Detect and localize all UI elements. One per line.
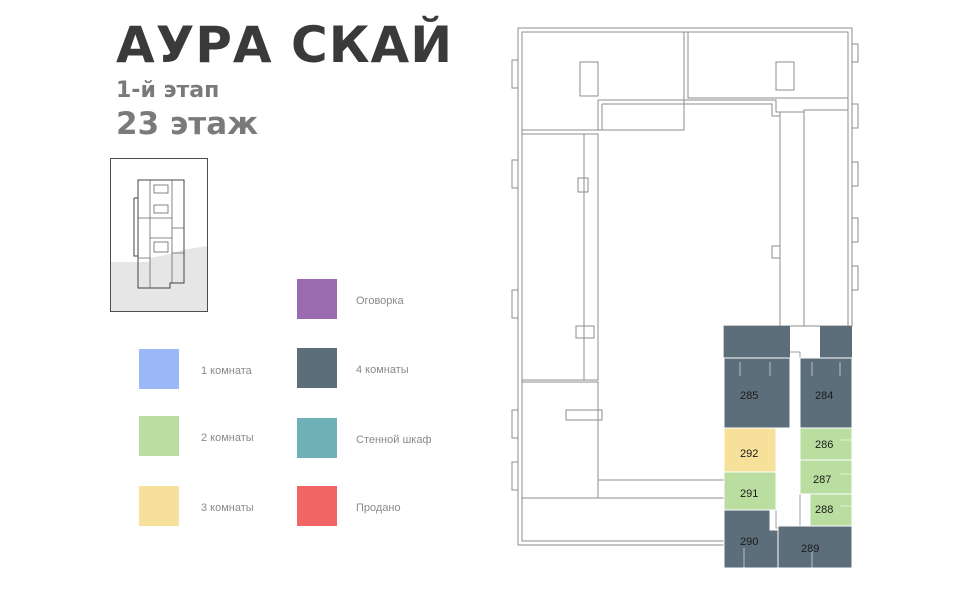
apartment-label: 288 xyxy=(815,504,833,516)
apartment-labels: 285 284 292 286 291 287 288 290 289 xyxy=(740,390,833,555)
legend-label: 4 комнаты xyxy=(356,364,409,376)
legend-swatch xyxy=(297,486,337,526)
legend-swatch xyxy=(139,349,179,389)
balcony xyxy=(820,326,852,360)
apartment-label: 284 xyxy=(815,390,833,402)
legend-swatch xyxy=(297,418,337,458)
inner-walls xyxy=(739,362,852,568)
legend-label: Оговорка xyxy=(356,295,404,307)
apartment-label: 290 xyxy=(740,536,758,548)
legend-label: Продано xyxy=(356,502,401,514)
apartment-label: 292 xyxy=(740,448,758,460)
apartments xyxy=(723,326,853,569)
apartment-label: 289 xyxy=(801,543,819,555)
apartment-label: 291 xyxy=(740,488,758,500)
stage-label: 1-й этап xyxy=(116,78,220,103)
apartment-291[interactable] xyxy=(723,471,777,511)
legend-swatch xyxy=(139,486,179,526)
apartment-285[interactable] xyxy=(723,357,791,429)
floor-label: 23 этаж xyxy=(116,106,259,142)
apartment-label: 286 xyxy=(815,439,833,451)
building-minimap xyxy=(110,158,208,312)
legend-label: 2 комнаты xyxy=(201,432,254,444)
legend-swatch xyxy=(139,416,179,456)
legend-label: 1 комната xyxy=(201,365,252,377)
project-title: АУРА СКАЙ xyxy=(116,16,454,74)
legend-swatch xyxy=(297,348,337,388)
apartment-289[interactable] xyxy=(777,525,853,569)
balcony xyxy=(724,326,790,360)
apartment-label: 287 xyxy=(813,474,831,486)
legend-label: 3 комнаты xyxy=(201,502,254,514)
legend-swatch xyxy=(297,279,337,319)
apartment-label: 285 xyxy=(740,390,758,402)
legend-label: Стенной шкаф xyxy=(356,434,432,446)
